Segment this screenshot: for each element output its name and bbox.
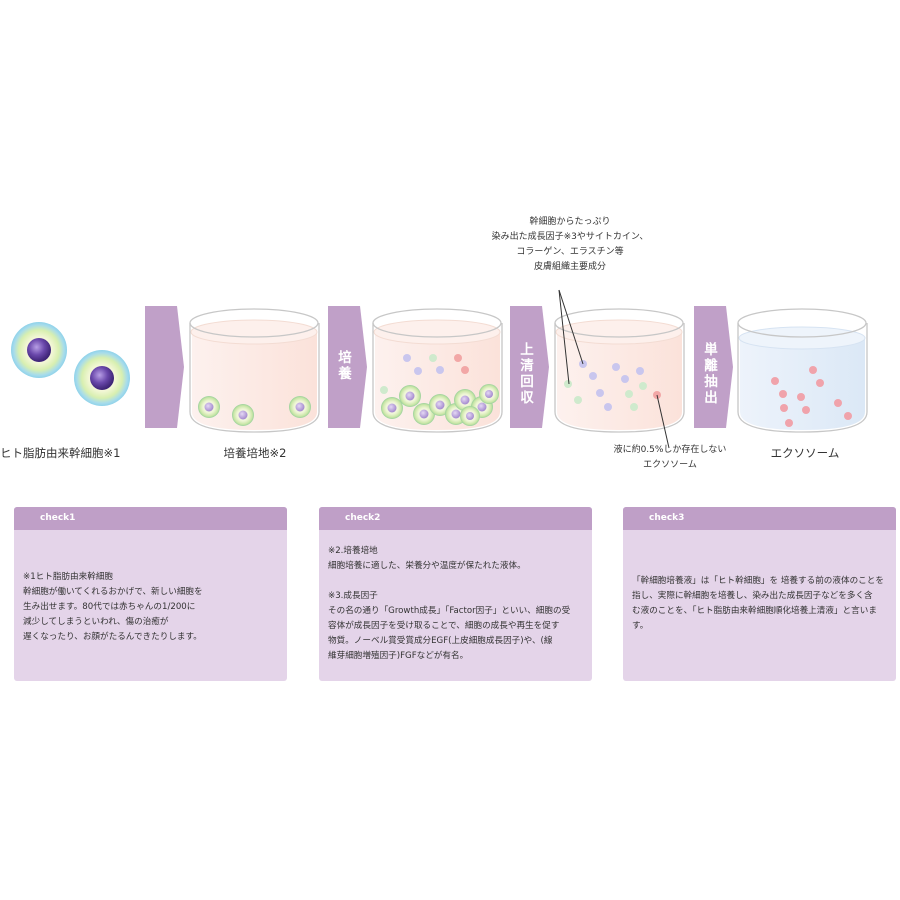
arrow-label-isolation: 単離抽出	[704, 342, 718, 406]
label-exosome: エクソソーム	[770, 446, 840, 460]
card-line: 維芽細胞増殖因子)FGFなどが有名。	[328, 651, 469, 661]
card-title: check3	[623, 507, 896, 530]
leader-line-1	[558, 289, 584, 365]
annotation-growth-factors: 幹細胞からたっぷり 染み出た成長因子※3やサイトカイン、 コラーゲン、エラスチン…	[460, 215, 680, 275]
leader-line-2	[558, 289, 570, 385]
card-body: ※2.培養培地 細胞培養に適した、栄養分や温度が保たれた液体。 ※3.成長因子 …	[328, 544, 584, 664]
dish-culturing	[372, 308, 503, 433]
card-line: ※2.培養培地	[328, 546, 378, 556]
label-stem-cell: ヒト脂肪由来幹細胞※1	[0, 446, 121, 460]
label-culture-medium: 培養培地※2	[223, 446, 287, 460]
annotation-line: 液に約0.5%しか存在しない	[613, 445, 727, 455]
card-body: ※1ヒト脂肪由来幹細胞 幹細胞が働いてくれるおかげで、新しい細胞を 生み出せます…	[23, 570, 279, 645]
annotation-line: エクソソーム	[643, 460, 697, 470]
card-body: 「幹細胞培養液」は「ヒト幹細胞」を 培養する前の液体のことを 指し、実際に幹細胞…	[632, 574, 888, 634]
card-line: 細胞培養に適した、栄養分や温度が保たれた液体。	[328, 561, 526, 571]
card-line: す。	[632, 621, 649, 631]
card-line: 幹細胞が働いてくれるおかげで、新しい細胞を	[23, 587, 203, 597]
process-diagram	[11, 289, 868, 449]
dish-exosome	[737, 308, 868, 433]
card-line: 生み出せます。80代では赤ちゃんの1/200に	[23, 602, 196, 612]
card-line: 減少してしまうといわれ、傷の治癒が	[23, 617, 169, 627]
card-line: ※1ヒト脂肪由来幹細胞	[23, 572, 114, 582]
annotation-exosome-note: 液に約0.5%しか存在しない エクソソーム	[600, 443, 740, 473]
arrow-supernatant	[510, 306, 549, 428]
annotation-line: コラーゲン、エラスチン等	[516, 247, 624, 257]
arrow-1	[145, 306, 184, 428]
card-line: ※3.成長因子	[328, 591, 378, 601]
annotation-line: 皮膚組織主要成分	[533, 262, 606, 272]
arrow-label-supernatant: 上清回収	[520, 342, 534, 406]
card-line: む液のことを、「ヒト脂肪由来幹細胞順化培養上清液」と言いま	[632, 606, 877, 616]
stem-cell-right	[74, 350, 130, 406]
arrow-culture	[328, 306, 367, 428]
card-title: check1	[14, 507, 287, 530]
card-line: 遅くなったり、お顔がたるんできたりします。	[23, 632, 202, 642]
stem-cell-left	[11, 322, 67, 378]
card-line: 「幹細胞培養液」は「ヒト幹細胞」を 培養する前の液体のことを	[632, 576, 884, 586]
check-card-3: check3 「幹細胞培養液」は「ヒト幹細胞」を 培養する前の液体のことを 指し…	[623, 507, 896, 681]
card-line	[328, 574, 584, 589]
card-line: 容体が成長因子を受け取ることで、細胞の成長や再生を促す	[328, 621, 560, 631]
dish-supernatant	[554, 308, 685, 433]
card-title: check2	[319, 507, 592, 530]
card-line: 物質。ノーベル賞受賞成分EGF(上皮細胞成長因子)や、(線	[328, 636, 553, 646]
annotation-line: 幹細胞からたっぷり	[529, 217, 611, 227]
arrow-isolation	[694, 306, 733, 428]
leader-line-exosome	[656, 394, 670, 449]
check-card-1: check1 ※1ヒト脂肪由来幹細胞 幹細胞が働いてくれるおかげで、新しい細胞を…	[14, 507, 287, 681]
card-line: その名の通り「Growth成長」「Factor因子」といい、細胞の受	[328, 606, 571, 616]
card-line: 指し、実際に幹細胞を培養し、染み出た成長因子などを多く含	[632, 591, 873, 601]
check-card-2: check2 ※2.培養培地 細胞培養に適した、栄養分や温度が保たれた液体。 ※…	[319, 507, 592, 681]
dish-culture-medium	[189, 308, 320, 433]
annotation-line: 染み出た成長因子※3やサイトカイン、	[491, 232, 649, 242]
arrow-label-culture: 培養	[338, 350, 352, 382]
